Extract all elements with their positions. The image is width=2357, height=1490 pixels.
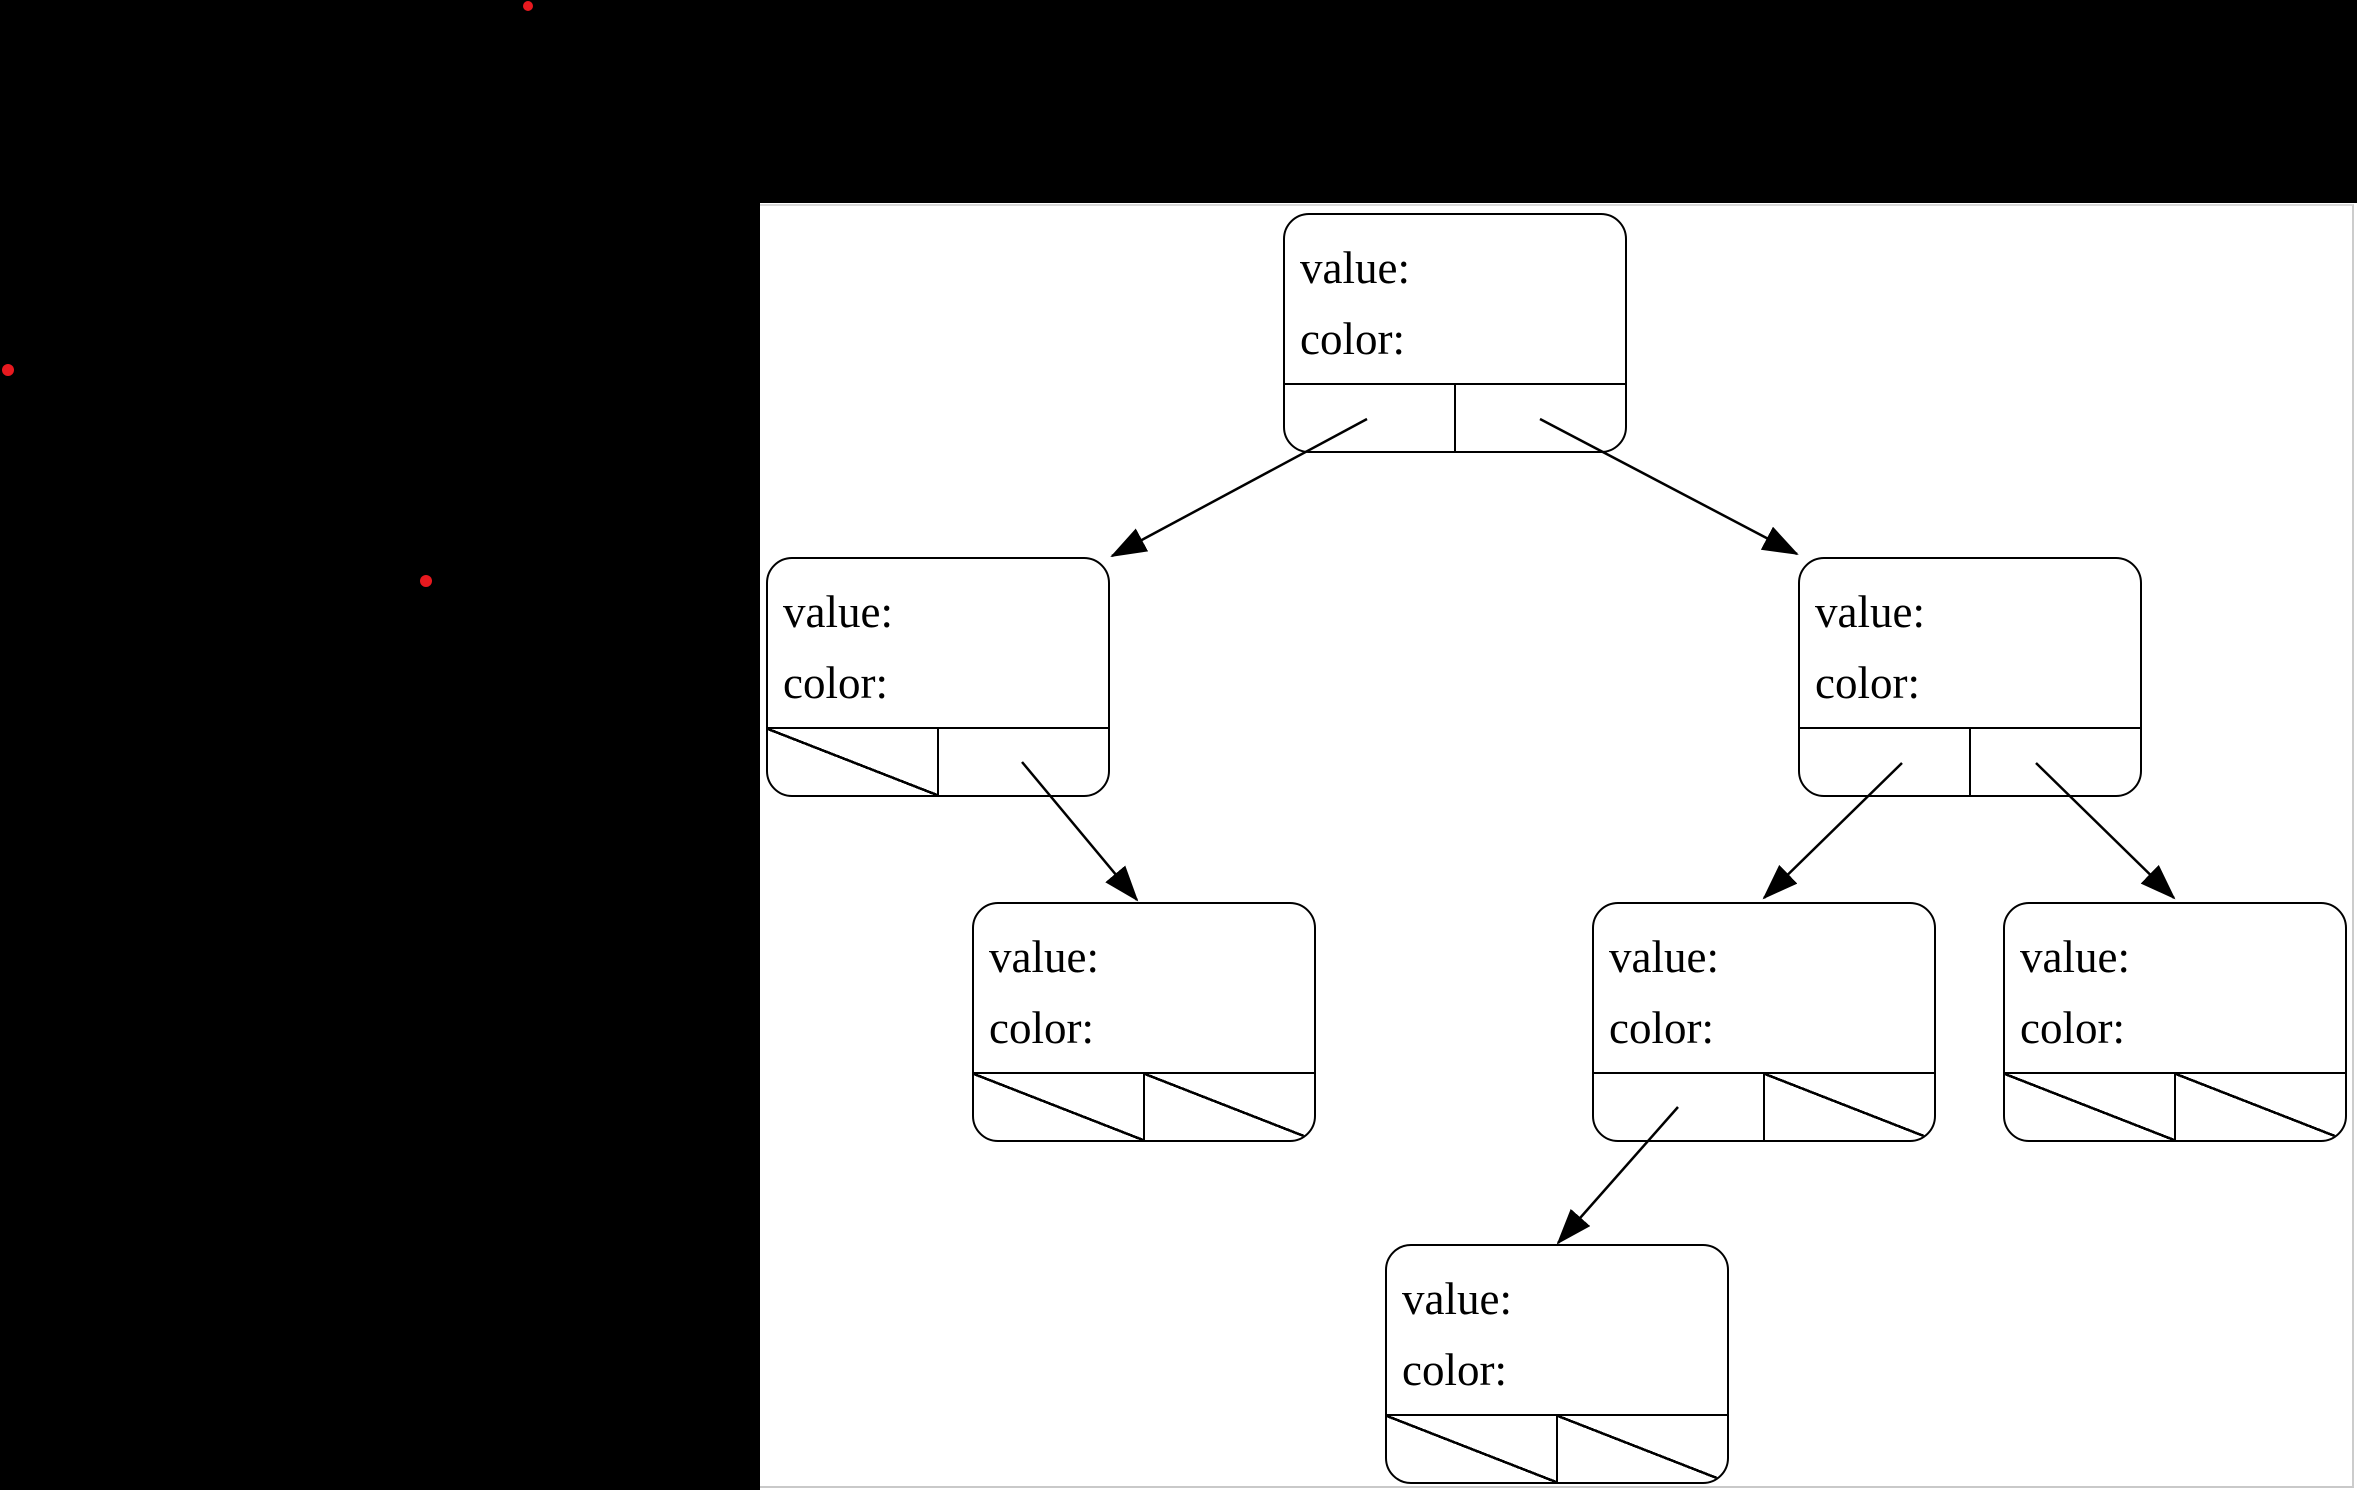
right-pointer-cell <box>1765 1074 1934 1140</box>
page-edge-border <box>760 204 2354 1488</box>
tree-node-bottom-node: value: color: <box>1385 1244 1729 1484</box>
left-pointer-cell <box>1285 385 1456 451</box>
node-color-label: color: <box>1300 314 1405 364</box>
node-color-label: color: <box>1402 1345 1507 1395</box>
left-pointer-cell <box>974 1074 1145 1140</box>
tree-node-root: value: color: <box>1283 213 1627 453</box>
right-pointer-cell <box>2176 1074 2345 1140</box>
pointer-row <box>1387 1414 1727 1482</box>
right-pointer-cell <box>939 729 1108 795</box>
node-color-label: color: <box>1815 658 1920 708</box>
red-dot <box>523 1 533 11</box>
node-value-label: value: <box>1402 1274 1512 1324</box>
tree-node-left-child: value: color: <box>766 557 1110 797</box>
tree-node-left-right-grandchild: value: color: <box>972 902 1316 1142</box>
node-color-label: color: <box>783 658 888 708</box>
right-pointer-cell <box>1145 1074 1314 1140</box>
left-pointer-cell <box>768 729 939 795</box>
right-pointer-cell <box>1456 385 1625 451</box>
left-pointer-cell <box>2005 1074 2176 1140</box>
left-pointer-cell <box>1387 1416 1558 1482</box>
node-color-label: color: <box>1609 1003 1714 1053</box>
node-value-label: value: <box>989 932 1099 982</box>
red-dot <box>2 364 14 376</box>
node-value-label: value: <box>1609 932 1719 982</box>
node-value-label: value: <box>1815 587 1925 637</box>
red-dot <box>420 575 432 587</box>
tree-node-right-right-grandchild: value: color: <box>2003 902 2347 1142</box>
pointer-row <box>1285 383 1625 451</box>
node-color-label: color: <box>989 1003 1094 1053</box>
tree-node-right-child: value: color: <box>1798 557 2142 797</box>
pointer-row <box>1594 1072 1934 1140</box>
pointer-row <box>1800 727 2140 795</box>
right-pointer-cell <box>1558 1416 1727 1482</box>
node-value-label: value: <box>2020 932 2130 982</box>
node-value-label: value: <box>783 587 893 637</box>
pointer-row <box>768 727 1108 795</box>
left-pointer-cell <box>1800 729 1971 795</box>
node-color-label: color: <box>2020 1003 2125 1053</box>
pointer-row <box>2005 1072 2345 1140</box>
tree-node-right-left-grandchild: value: color: <box>1592 902 1936 1142</box>
left-pointer-cell <box>1594 1074 1765 1140</box>
pointer-row <box>974 1072 1314 1140</box>
right-pointer-cell <box>1971 729 2140 795</box>
node-value-label: value: <box>1300 243 1410 293</box>
